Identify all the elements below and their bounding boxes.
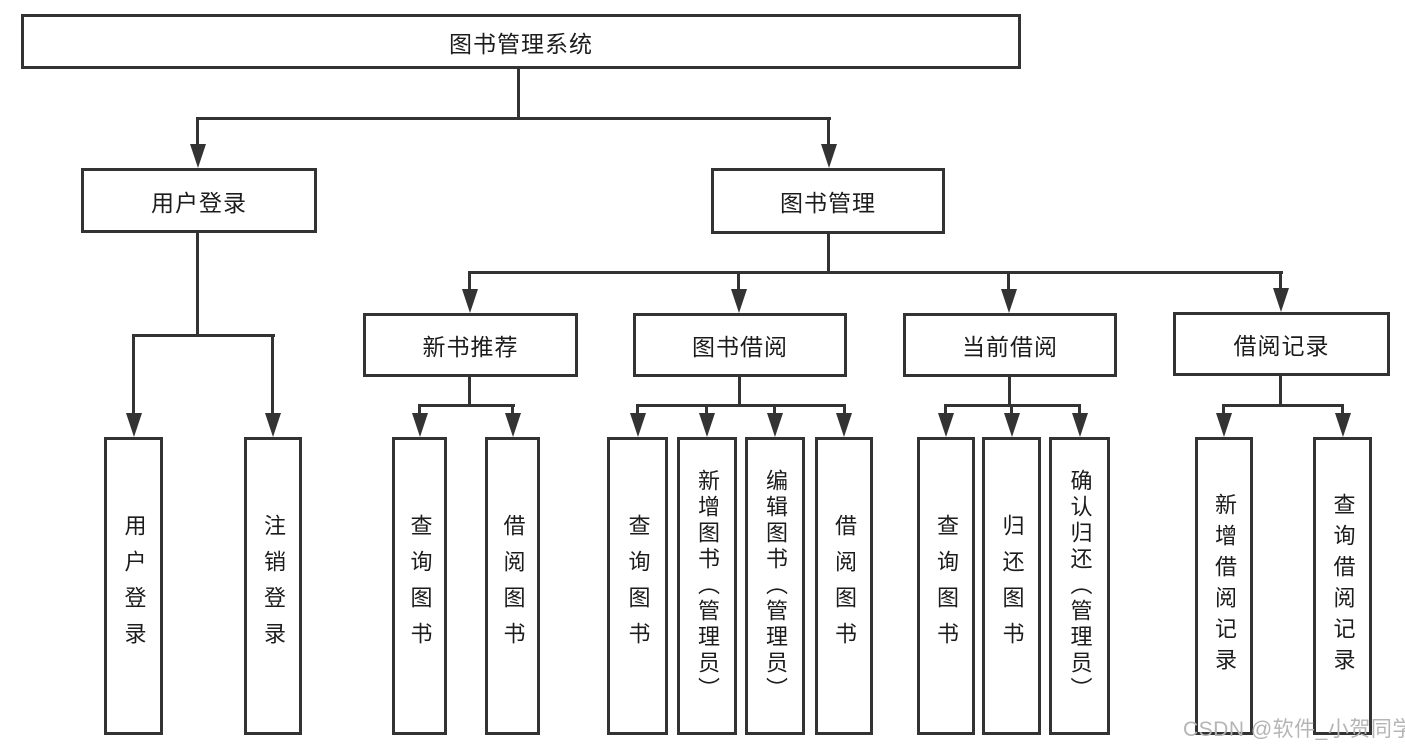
leaf-label: 查询借阅记录 [1330, 493, 1356, 679]
leaf-label: 查询图书 [934, 514, 959, 658]
leaf-label: 注销登录 [261, 514, 286, 658]
node-label: 当前借阅 [962, 334, 1058, 360]
connector-book-borrow-stub [738, 377, 741, 407]
arrowhead-leaf-user-login [126, 413, 142, 437]
leaf-logout: 注销登录 [244, 437, 302, 735]
connector-drop-book-management [827, 119, 830, 146]
arrowhead [1335, 413, 1351, 437]
node-book-management: 图书管理 [711, 168, 945, 234]
leaf-borrow-books: 借阅图书 [815, 437, 873, 735]
connector-drop [511, 406, 514, 415]
connector-current-borrow-rail [944, 404, 1081, 407]
arrowhead [412, 413, 428, 437]
node-book-borrow: 图书借阅 [633, 313, 847, 377]
leaf-label: 借阅图书 [832, 514, 857, 658]
leaf-label: 查询图书 [625, 514, 651, 658]
connector-drop-new-book [468, 273, 471, 291]
connector-level3-rail [468, 271, 1283, 274]
node-label: 图书管理系统 [449, 30, 593, 57]
connector-drop [843, 406, 846, 415]
arrowhead-new-book [462, 289, 478, 313]
arrowhead [1072, 413, 1088, 437]
arrowhead [1216, 413, 1232, 437]
leaf-query-books-recommend: 查询图书 [392, 437, 447, 735]
connector-drop-leaf-user-login [132, 336, 135, 415]
connector-drop [773, 406, 776, 415]
connector-current-borrow-stub [1008, 377, 1011, 407]
leaf-label: 编辑图书（管理员） [763, 469, 788, 703]
arrowhead-current-borrow [1001, 289, 1017, 313]
arrowhead [767, 413, 783, 437]
leaf-borrow-books-recommend: 借阅图书 [485, 437, 540, 735]
arrowhead-leaf-logout [265, 413, 281, 437]
leaf-query-books-current: 查询图书 [917, 437, 975, 735]
node-user-login: 用户登录 [81, 168, 317, 233]
connector-drop [944, 406, 947, 415]
leaf-query-borrow-record: 查询借阅记录 [1313, 437, 1372, 735]
arrowhead [836, 413, 852, 437]
connector-user-login-stub [196, 233, 199, 337]
node-current-borrow: 当前借阅 [903, 313, 1117, 377]
connector-drop-current-borrow [1007, 273, 1010, 291]
connector-borrow-records-stub [1279, 376, 1282, 407]
leaf-label: 归还图书 [999, 514, 1025, 658]
connector-drop [1010, 406, 1013, 415]
leaf-label: 查询图书 [407, 514, 433, 658]
arrowhead [505, 413, 521, 437]
connector-root-stub [517, 69, 520, 120]
connector-drop-book-borrow [737, 273, 740, 291]
connector-drop [1222, 406, 1225, 415]
node-label: 图书借阅 [692, 334, 788, 360]
arrowhead-borrow-records [1273, 288, 1289, 312]
leaf-user-login: 用户登录 [104, 437, 163, 735]
arrowhead [1004, 413, 1020, 437]
connector-drop-borrow-records [1279, 273, 1282, 291]
node-borrow-records: 借阅记录 [1173, 312, 1390, 376]
connector-drop [1341, 406, 1344, 415]
leaf-add-borrow-record: 新增借阅记录 [1195, 437, 1253, 735]
leaf-return-books: 归还图书 [982, 437, 1041, 735]
node-label: 新书推荐 [422, 334, 519, 360]
node-label: 用户登录 [151, 189, 247, 216]
connector-drop [705, 406, 708, 415]
leaf-label: 用户登录 [121, 514, 147, 658]
leaf-confirm-return-admin: 确认归还（管理员） [1049, 437, 1110, 735]
node-library-management-system: 图书管理系统 [21, 14, 1021, 69]
connector-book-management-stub [827, 234, 830, 274]
node-new-book-recommend: 新书推荐 [363, 313, 578, 377]
leaf-label: 确认归还（管理员） [1067, 469, 1093, 703]
arrowhead-user-login [190, 144, 206, 168]
connector-book-borrow-rail [636, 404, 846, 407]
arrowhead-book-borrow [731, 289, 747, 313]
arrowhead [699, 413, 715, 437]
node-label: 借阅记录 [1233, 333, 1330, 359]
leaf-label: 新增图书（管理员） [695, 469, 720, 703]
node-label: 图书管理 [780, 190, 876, 216]
leaf-add-books-admin: 新增图书（管理员） [677, 437, 737, 735]
arrowhead-book-management [821, 144, 837, 168]
leaf-label: 借阅图书 [500, 514, 526, 658]
connector-drop-leaf-logout [271, 336, 274, 415]
connector-drop [418, 406, 421, 415]
connector-borrow-records-rail [1222, 404, 1344, 407]
csdn-watermark: CSDN @软件_小贺同学 [1183, 718, 1405, 741]
leaf-edit-books-admin: 编辑图书（管理员） [745, 437, 805, 735]
connector-drop [1078, 406, 1081, 415]
connector-level2-rail [196, 117, 831, 120]
connector-user-login-rail [132, 334, 275, 337]
leaf-label: 新增借阅记录 [1212, 493, 1237, 679]
connector-drop-user-login [196, 119, 199, 146]
connector-drop [636, 406, 639, 415]
connector-new-book-stub [468, 377, 471, 407]
arrowhead [938, 413, 954, 437]
arrowhead [630, 413, 646, 437]
leaf-query-books-borrow: 查询图书 [607, 437, 668, 735]
connector-new-book-rail [418, 404, 515, 407]
